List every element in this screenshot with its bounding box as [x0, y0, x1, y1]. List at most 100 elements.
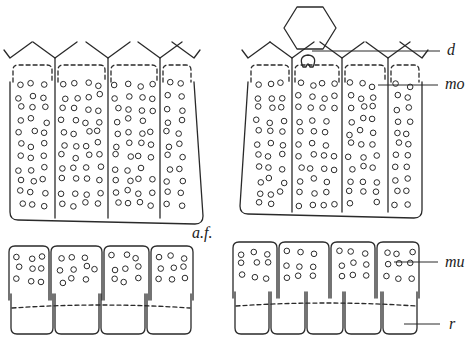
- granule: [18, 153, 24, 159]
- granule: [71, 165, 77, 171]
- granule: [347, 80, 353, 86]
- granule: [284, 248, 290, 254]
- cell-outline: [101, 294, 145, 334]
- granule: [98, 190, 104, 196]
- granule: [396, 140, 402, 146]
- granule: [251, 249, 257, 255]
- granule: [374, 199, 380, 205]
- granule: [347, 200, 353, 206]
- granule: [310, 202, 316, 208]
- granule: [269, 96, 275, 102]
- granule: [28, 278, 34, 284]
- granule: [321, 202, 327, 208]
- granule: [97, 91, 103, 97]
- granule: [309, 140, 315, 146]
- granule: [41, 130, 47, 136]
- granule: [308, 105, 314, 111]
- granule: [127, 94, 133, 100]
- granule: [136, 176, 142, 182]
- granule: [331, 167, 337, 173]
- granule: [361, 155, 367, 161]
- granule: [149, 96, 155, 102]
- granule: [112, 276, 118, 282]
- granule: [348, 179, 354, 185]
- cell-outline: [377, 242, 419, 298]
- granule: [16, 264, 22, 270]
- granule: [405, 202, 411, 208]
- granule: [164, 201, 170, 207]
- granule: [113, 190, 119, 196]
- granule: [297, 264, 303, 270]
- cell-outline: [151, 246, 193, 300]
- granule: [28, 168, 34, 174]
- granule: [253, 117, 259, 123]
- cell-outline: [104, 246, 149, 300]
- granule: [369, 84, 375, 90]
- granule: [164, 128, 170, 134]
- dashed-outline: [12, 305, 190, 308]
- granule: [58, 191, 64, 197]
- granule: [395, 130, 401, 136]
- granule: [59, 175, 65, 181]
- granule: [95, 201, 101, 207]
- granule: [349, 120, 355, 126]
- granule: [266, 175, 272, 181]
- cell-outline: [159, 58, 160, 218]
- granule: [362, 251, 368, 257]
- granule: [324, 189, 330, 195]
- granule: [39, 254, 45, 260]
- cell-outline: [331, 242, 375, 298]
- granule: [158, 266, 164, 272]
- granule: [385, 261, 391, 267]
- granule: [312, 191, 318, 197]
- granule: [393, 178, 399, 184]
- granule: [238, 260, 244, 266]
- granule: [265, 154, 271, 160]
- leader-line: [378, 85, 438, 86]
- granule: [319, 80, 325, 86]
- granule: [255, 96, 261, 102]
- granule: [270, 105, 276, 111]
- granule: [281, 180, 287, 186]
- cell-outline: [291, 58, 292, 212]
- cell-outline: [341, 58, 342, 212]
- granule: [98, 164, 104, 170]
- dashed-outline: [391, 65, 419, 82]
- granule: [18, 177, 24, 183]
- granule: [297, 189, 303, 195]
- granule: [181, 256, 187, 262]
- granule: [126, 129, 132, 135]
- granule: [370, 130, 376, 136]
- granule: [395, 119, 401, 125]
- granule: [374, 180, 380, 186]
- granule: [311, 128, 317, 134]
- granule: [73, 155, 79, 161]
- dashed-outline: [58, 65, 105, 82]
- granule: [156, 276, 162, 282]
- granule: [278, 80, 284, 86]
- granule: [123, 266, 129, 272]
- granule: [178, 190, 184, 196]
- granule: [18, 118, 24, 124]
- granule: [96, 108, 102, 114]
- granule: [71, 267, 77, 273]
- granule: [87, 129, 93, 135]
- granule: [71, 105, 77, 111]
- granule: [40, 176, 46, 182]
- cell-outline: [11, 294, 53, 334]
- granule: [298, 249, 304, 255]
- granule: [360, 80, 366, 86]
- granule: [86, 107, 92, 113]
- granule: [361, 189, 367, 195]
- granule: [345, 154, 351, 160]
- granule: [404, 188, 410, 194]
- cell-outline: [387, 58, 388, 212]
- granule: [257, 191, 263, 197]
- granule: [295, 92, 301, 98]
- granule: [73, 176, 79, 182]
- granule: [20, 201, 26, 207]
- granule: [60, 166, 66, 172]
- cell-outline: [54, 58, 55, 218]
- granule: [298, 80, 304, 86]
- granule: [30, 266, 36, 272]
